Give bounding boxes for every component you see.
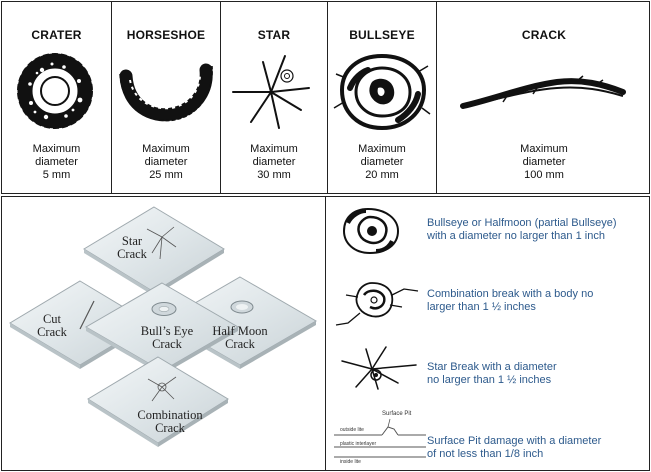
outside-lite-label: outside lite — [340, 427, 364, 433]
bullseye-limit-text: Bullseye or Halfmoon (partial Bullseye)w… — [427, 217, 617, 242]
plastic-interlayer-label: plastic interlayer — [340, 441, 377, 447]
surface-pit-label: Surface Pit — [382, 411, 412, 417]
bullseye-icon — [328, 48, 436, 134]
column-title: CRACK — [521, 28, 567, 42]
crack-icon — [437, 48, 651, 134]
star-icon — [221, 48, 327, 134]
combination-crack-tile — [87, 356, 229, 447]
surface-pit-diagram-icon — [332, 411, 428, 472]
horseshoe-icon — [112, 48, 220, 134]
repairable-damage-list: Bullseye or Halfmoon (partial Bullseye)w… — [326, 196, 650, 471]
crater-icon — [2, 48, 111, 134]
column-title: STAR — [257, 28, 291, 42]
bulls-eye-crack-tile — [85, 282, 239, 375]
bullseye-sketch-icon — [332, 205, 408, 262]
combination-break-sketch-icon — [332, 273, 422, 338]
column-title: HORSESHOE — [126, 28, 206, 42]
star-break-sketch-icon — [332, 345, 422, 396]
star-crack-tile — [83, 206, 225, 296]
inside-lite-label: inside lite — [340, 459, 361, 465]
column-title: CRATER — [31, 28, 82, 42]
column-title: BULLSEYE — [349, 28, 415, 42]
